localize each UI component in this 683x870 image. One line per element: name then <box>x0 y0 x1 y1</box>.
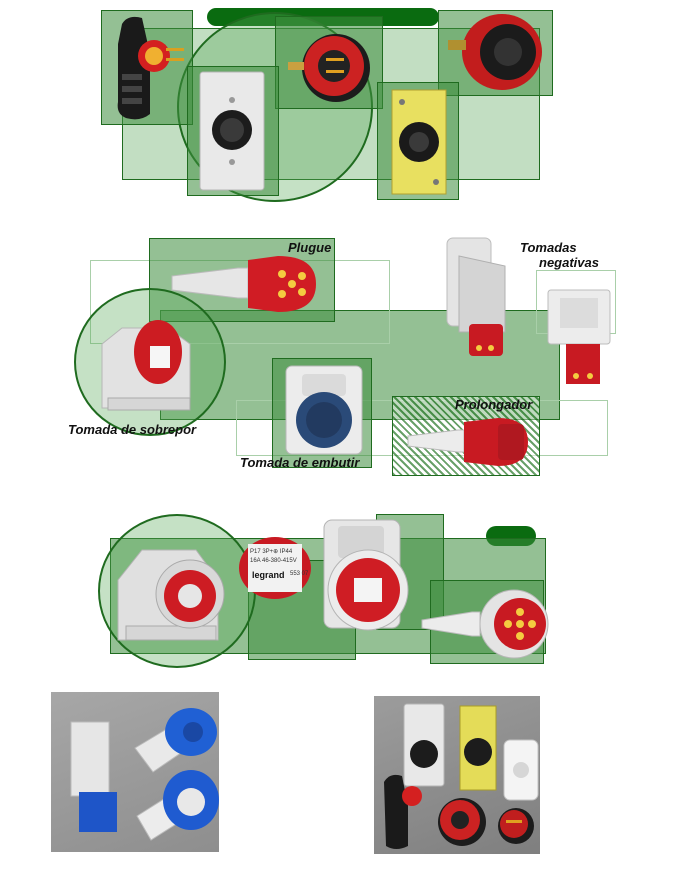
negative-socket-tall-image <box>446 237 506 356</box>
industrial-plug-image <box>171 256 316 312</box>
yellow-mounting-receptacle-image <box>391 89 447 195</box>
angled-surface-socket-image <box>117 549 225 641</box>
negative-socket-box-image <box>547 289 611 384</box>
red-industrial-plug-image <box>421 589 549 659</box>
badge-text-line2: 16A 46-380-415V <box>250 558 297 564</box>
flush-socket-red-image <box>323 519 409 631</box>
legrand-badge <box>239 537 311 599</box>
label-tomada-embutir: Tomada de embutir <box>240 455 360 470</box>
wall-plate-receptacle-image <box>199 71 265 191</box>
label-prolongador: Prolongador <box>455 397 533 412</box>
extension-connector-image <box>407 418 528 466</box>
label-tomadas-negativas-1: Tomadas <box>520 240 577 255</box>
label-plugue: Plugue <box>288 240 332 255</box>
label-tomadas-negativas-2: negativas <box>539 255 599 270</box>
blue-connectors-image <box>70 708 219 841</box>
flush-socket-image <box>285 365 363 455</box>
locking-devices-image <box>384 703 539 849</box>
badge-text-line1: P17 3P+⊕ IP44 <box>250 549 293 555</box>
surface-socket-image <box>101 320 191 411</box>
locking-plug-red-image <box>288 34 370 102</box>
angled-locking-plug-image <box>117 16 184 120</box>
red-locking-connector-image <box>448 14 542 90</box>
badge-code: 553 07 <box>290 571 309 577</box>
badge-brand: legrand <box>252 570 285 580</box>
label-tomada-sobrepor: Tomada de sobrepor <box>68 422 197 437</box>
